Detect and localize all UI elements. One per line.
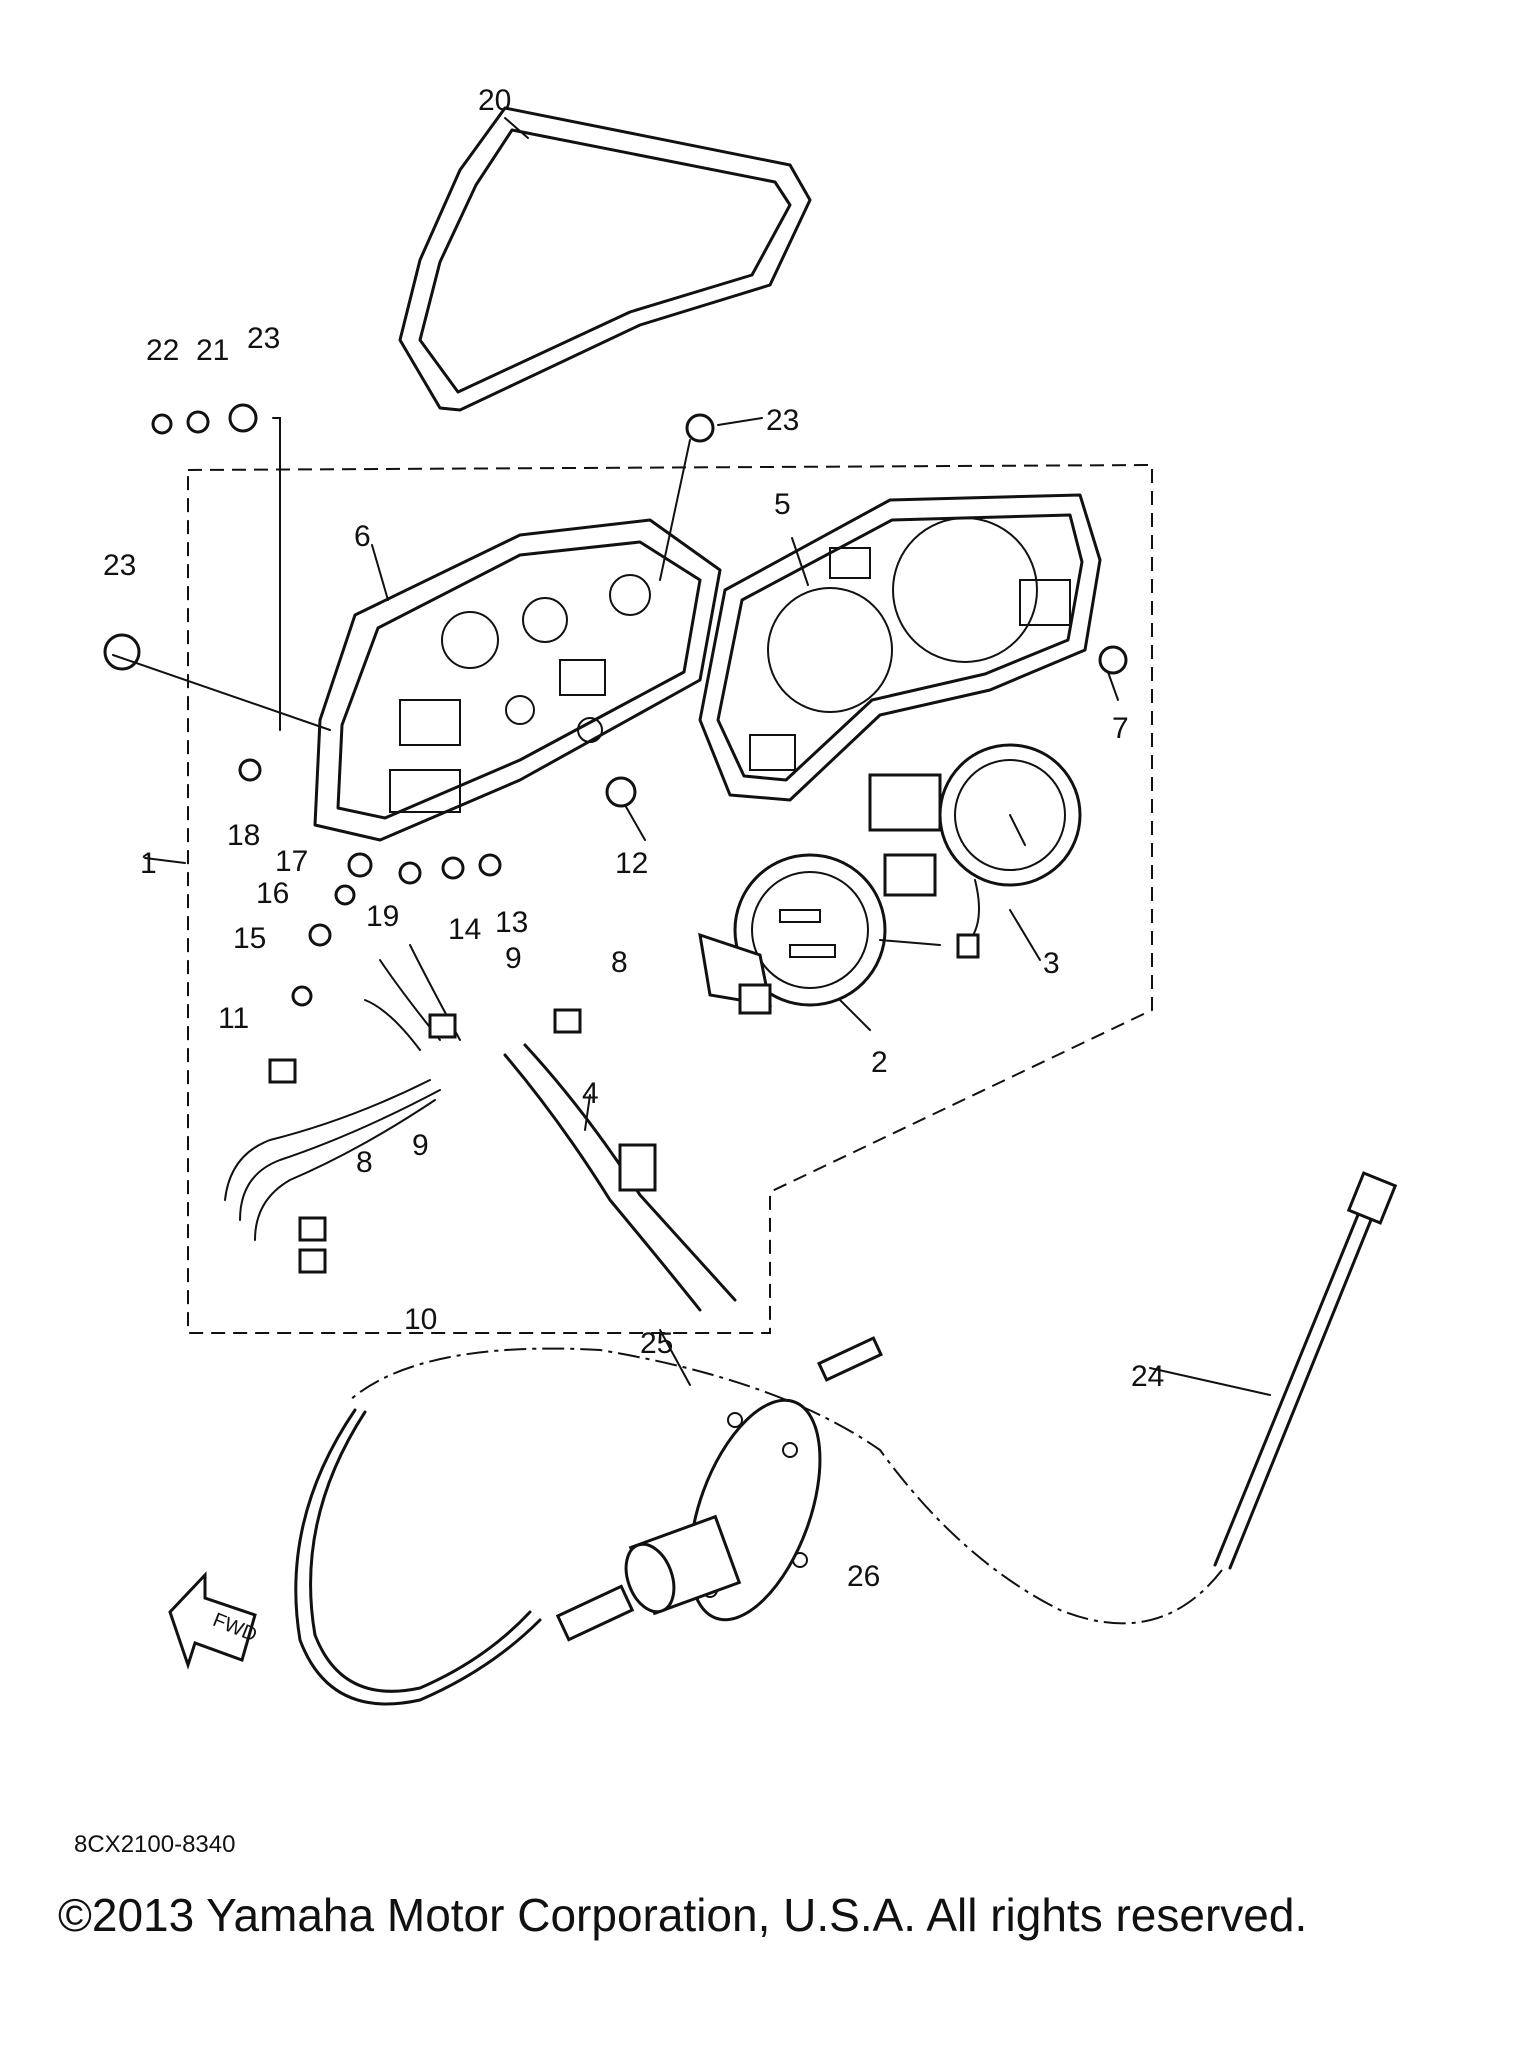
small-parts (103, 403, 1128, 1007)
callout-11: 15 (233, 922, 266, 955)
part-24-speedometer-cable (294, 1171, 1398, 1706)
callout-14: 18 (227, 819, 260, 852)
part-2-speedometer (698, 853, 941, 1015)
fwd-arrow-icon: FWD (168, 1571, 260, 1670)
callout-9a: 9 (505, 942, 522, 975)
part-20-gasket (398, 106, 812, 412)
part-5-meter-case (313, 518, 722, 842)
assembly-boundary (187, 463, 1153, 1334)
callout-23c: 23 (103, 549, 136, 582)
callout-15: 19 (366, 900, 399, 933)
copyright-notice: ©2013 Yamaha Motor Corporation, U.S.A. A… (58, 1889, 1308, 1941)
callout-8a: 8 (611, 946, 628, 979)
part-3-gauge (868, 743, 1082, 959)
callout-26: 26 (847, 1560, 880, 1593)
part-4-meter-cover (698, 493, 1102, 802)
callout-24: 24 (1131, 1360, 1164, 1393)
callout-20: 20 (478, 84, 511, 117)
callout-5: 6 (354, 520, 371, 553)
callout-10: 10 (404, 1303, 437, 1336)
callout-16: 14 (448, 913, 481, 946)
callout-9b: 9 (412, 1129, 429, 1162)
part-7-wire-harness (224, 944, 737, 1312)
callout-3: 3 (1043, 947, 1060, 980)
callout-17: 13 (495, 906, 528, 939)
callout-13: 17 (275, 845, 308, 878)
callout-4: 5 (774, 488, 791, 521)
part-code: 8CX2100-8340 (74, 1831, 235, 1858)
callout-7: 4 (582, 1077, 599, 1110)
callout-labels: 20 22 21 23 23 23 6 5 7 18 1 17 16 15 19… (74, 84, 1164, 1858)
callout-12: 16 (256, 877, 289, 910)
leader-lines (112, 117, 1271, 1396)
callout-19: 12 (615, 847, 648, 880)
callout-21: 21 (196, 334, 229, 367)
part-25-gear-unit (555, 1398, 822, 1642)
callout-2: 2 (871, 1046, 888, 1079)
callout-18: 11 (218, 1002, 249, 1035)
callout-8b: 8 (356, 1146, 373, 1179)
callout-22: 22 (146, 334, 179, 367)
callout-23a: 23 (247, 322, 280, 355)
callout-1: 1 (140, 847, 157, 880)
callout-23b: 23 (766, 404, 799, 437)
callout-25: 25 (640, 1327, 673, 1360)
callout-6: 7 (1112, 712, 1129, 745)
part-26-pin (817, 1336, 883, 1382)
